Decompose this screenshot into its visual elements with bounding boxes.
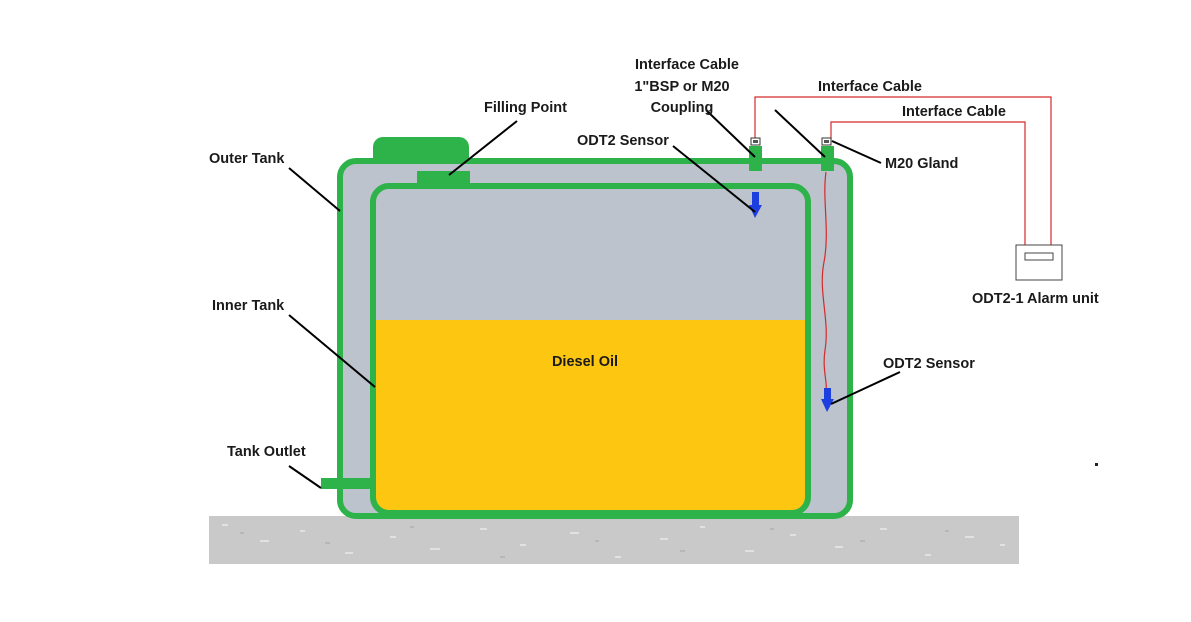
label-interface-cable-2: Interface Cable xyxy=(818,79,922,95)
label-filling-point: Filling Point xyxy=(484,100,567,116)
m20-gland xyxy=(821,146,834,171)
label-bsp-coupling-line1: 1"BSP or M20 xyxy=(634,79,729,95)
label-interface-cable-1: Interface Cable xyxy=(635,57,739,73)
filling-point-cap xyxy=(417,171,470,185)
ground xyxy=(209,516,1019,564)
label-bsp-coupling-line2: Coupling xyxy=(651,100,714,116)
label-outer-tank: Outer Tank xyxy=(209,151,285,167)
alarm-unit-box xyxy=(1015,244,1063,281)
label-odt2-sensor-top: ODT2 Sensor xyxy=(577,133,669,149)
odt2-sensor-top-probe xyxy=(749,192,762,218)
tank-outlet-pipe xyxy=(321,478,375,489)
odt2-sensor-side-probe xyxy=(821,388,834,412)
bsp-coupling xyxy=(749,146,762,171)
label-alarm-unit: ODT2-1 Alarm unit xyxy=(972,291,1099,307)
stray-dot xyxy=(1095,463,1098,466)
label-odt2-sensor-side: ODT2 Sensor xyxy=(883,356,975,372)
interface-cables xyxy=(754,96,1052,393)
inner-tank xyxy=(370,183,811,516)
leader-lines xyxy=(288,109,901,489)
label-tank-outlet: Tank Outlet xyxy=(227,444,306,460)
label-m20-gland: M20 Gland xyxy=(885,156,958,172)
diesel-oil-fill xyxy=(375,320,806,511)
label-diesel-oil: Diesel Oil xyxy=(552,354,618,370)
label-interface-cable-3: Interface Cable xyxy=(902,104,1006,120)
label-inner-tank: Inner Tank xyxy=(212,298,285,314)
couplings xyxy=(749,137,834,171)
labels: Interface Cable 1"BSP or M20 Coupling In… xyxy=(209,57,1099,460)
